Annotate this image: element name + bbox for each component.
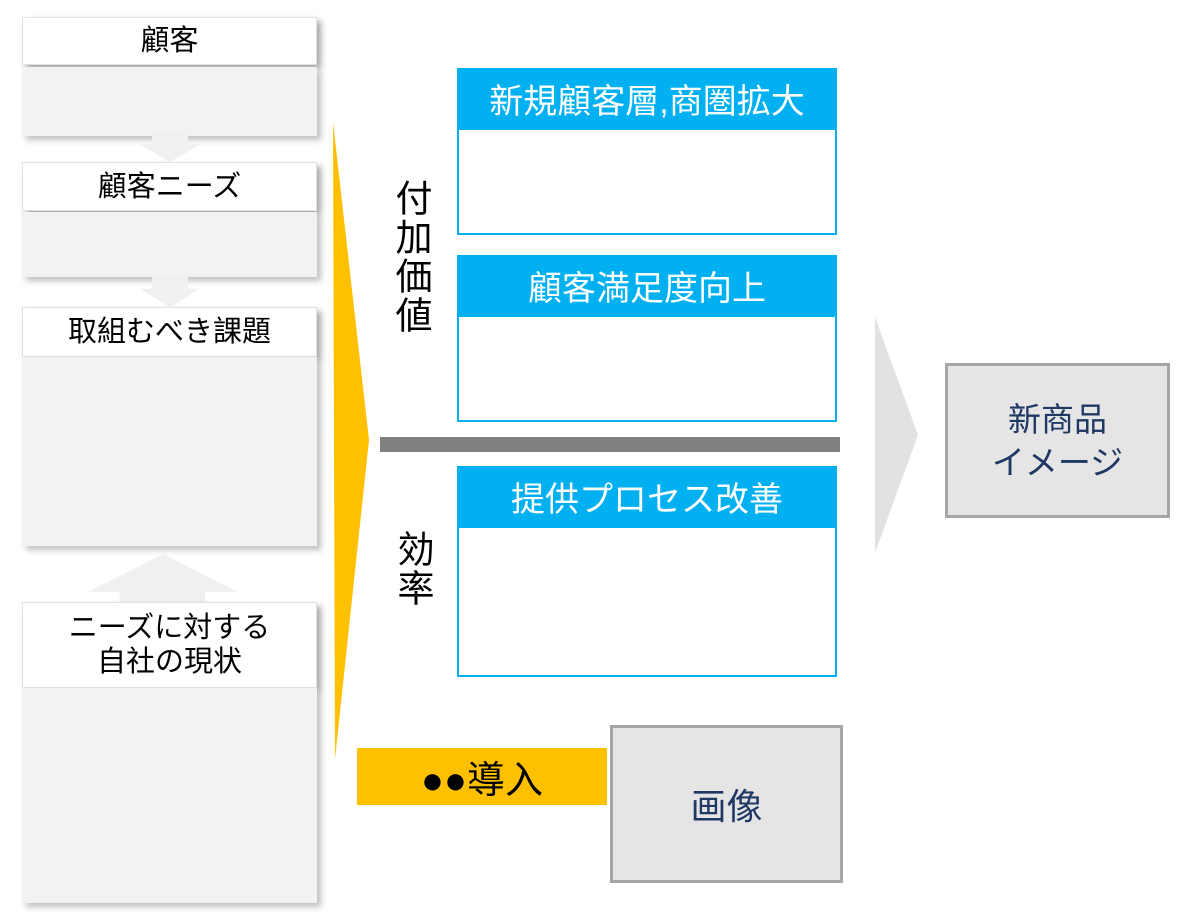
benefit-box-new-customers-title: 新規顧客層,商圏拡大 [489, 82, 805, 121]
step-customer-header: 顧客 [22, 17, 317, 65]
benefit-box-satisfaction-title-bar: 顧客満足度向上 [457, 255, 837, 315]
flow-down-arrow-icon [140, 132, 200, 162]
benefit-box-process-body [457, 526, 837, 677]
step-current-state-label-line1: ニーズに対する [68, 612, 271, 644]
step-issues-body [22, 357, 317, 546]
benefit-box-new-customers-body [457, 128, 837, 235]
benefit-box-satisfaction-body [457, 315, 837, 422]
step-customer-needs-body [22, 212, 317, 277]
benefit-box-process: 提供プロセス改善 [457, 466, 837, 677]
step-current-state-label-line2: 自社の現状 [96, 646, 242, 678]
step-issues-header: 取組むべき課題 [22, 307, 317, 357]
step-current-state-header: ニーズに対する 自社の現状 [22, 602, 317, 688]
introduction-bar: ●●導入 [357, 748, 607, 805]
flow-down-arrow-icon [140, 276, 200, 307]
benefit-box-new-customers-title-bar: 新規顧客層,商圏拡大 [457, 68, 837, 128]
added-value-vertical-label: 付加価値 [390, 179, 431, 335]
right-arrow-icon [875, 317, 918, 553]
section-divider-bar [380, 437, 840, 452]
yellow-consolidation-triangle [333, 122, 369, 759]
image-placeholder-box: 画像 [610, 725, 843, 883]
step-customer-needs-label: 顧客ニーズ [97, 170, 242, 203]
benefit-box-process-title-bar: 提供プロセス改善 [457, 466, 837, 526]
flow-up-arrow-icon [88, 554, 238, 602]
step-current-state-body [22, 688, 317, 903]
new-product-image-box: 新商品 イメージ [945, 363, 1170, 518]
introduction-label: ●●導入 [421, 760, 543, 802]
step-issues-label: 取組むべき課題 [67, 316, 271, 348]
step-customer-body [22, 67, 317, 136]
benefit-box-satisfaction-title: 顧客満足度向上 [528, 269, 766, 308]
efficiency-vertical-label: 効率 [392, 530, 433, 608]
new-product-label-line1: 新商品 [1008, 400, 1107, 438]
image-placeholder-label: 画像 [690, 786, 763, 827]
benefit-box-new-customers: 新規顧客層,商圏拡大 [457, 68, 837, 235]
step-customer-label: 顧客 [140, 25, 199, 57]
new-product-label-line2: イメージ [991, 443, 1124, 481]
benefit-box-satisfaction: 顧客満足度向上 [457, 255, 837, 422]
benefit-box-process-title: 提供プロセス改善 [511, 480, 783, 519]
step-customer-needs-header: 顧客ニーズ [22, 162, 317, 211]
